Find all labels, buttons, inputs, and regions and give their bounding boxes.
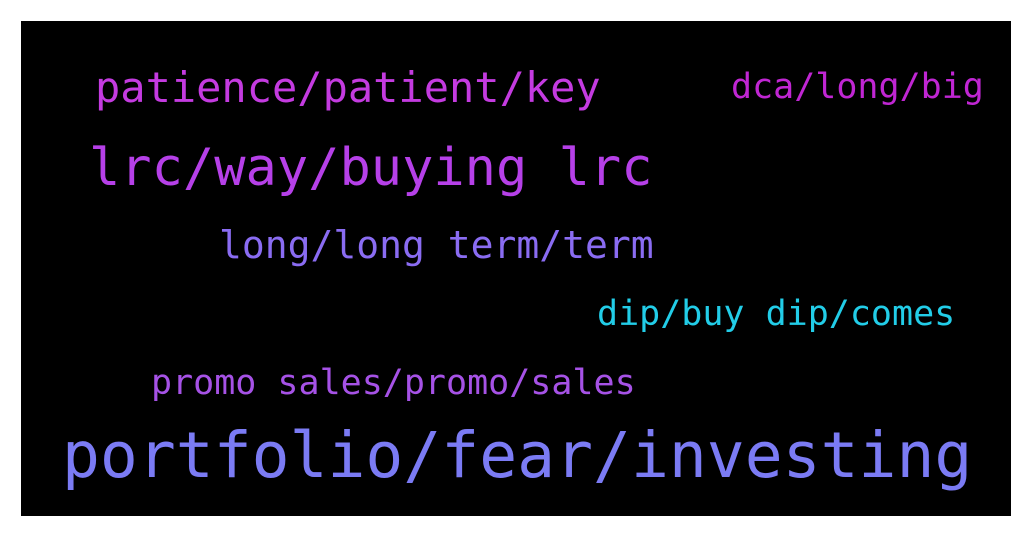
word-dca-long-big: dca/long/big [731, 67, 984, 107]
word-portfolio-fear-investing: portfolio/fear/investing [62, 419, 973, 492]
word-long-long-term-term: long/long term/term [219, 223, 654, 267]
word-promo-sales-promo-sales: promo sales/promo/sales [151, 363, 636, 403]
word-patience-patient-key: patience/patient/key [95, 63, 601, 112]
word-dip-buy-dip-comes: dip/buy dip/comes [597, 294, 956, 334]
word-cloud: patience/patient/key dca/long/big lrc/wa… [21, 21, 1011, 516]
word-lrc-way-buying-lrc: lrc/way/buying lrc [89, 138, 653, 198]
